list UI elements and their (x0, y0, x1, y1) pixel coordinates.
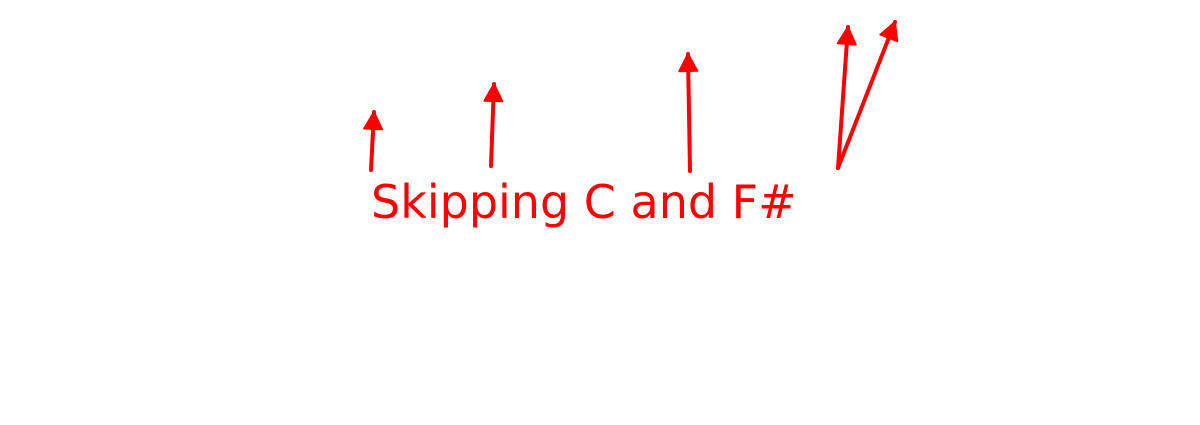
arrow-4-head (836, 26, 857, 46)
arrow-2-head (483, 83, 504, 103)
arrow-1 (363, 110, 384, 172)
arrow-2 (483, 82, 504, 168)
annotation-text: Skipping C and F# (371, 175, 797, 229)
arrow-3-shaft (686, 52, 692, 173)
arrow-3 (678, 52, 699, 173)
arrow-1-head (363, 111, 384, 131)
arrow-4-shaft (836, 25, 850, 170)
arrow-5-head (879, 21, 899, 43)
arrow-4 (836, 25, 857, 170)
arrow-3-head (678, 53, 699, 73)
arrow-5 (836, 20, 899, 170)
arrow-5-shaft (836, 20, 897, 170)
